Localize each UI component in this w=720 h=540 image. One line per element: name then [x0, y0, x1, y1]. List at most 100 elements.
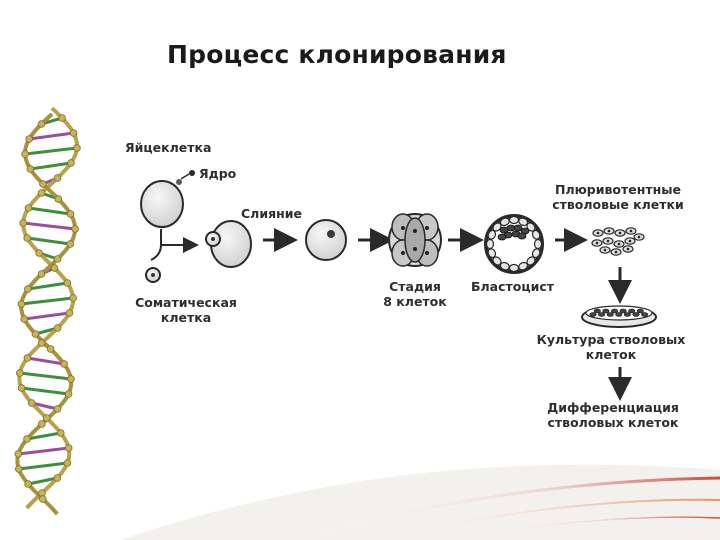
eight-cell-embryo — [388, 213, 442, 267]
blastocyst — [484, 214, 544, 274]
helix-bead — [37, 120, 46, 128]
dish-cell — [636, 308, 644, 314]
fused-nucleus — [327, 230, 335, 238]
helix-bead — [19, 219, 27, 227]
helix-bead — [73, 144, 81, 152]
stem-cell-nucleus — [628, 239, 632, 243]
helix-bead — [39, 180, 47, 188]
helix-bead — [38, 495, 47, 503]
dish-cell — [602, 308, 610, 314]
helix-bead — [56, 429, 65, 437]
helix-bead — [26, 165, 35, 173]
helix-bead — [37, 339, 46, 347]
helix-beads — [14, 114, 81, 503]
dish-cell — [619, 308, 627, 314]
somatic-cell-label-line2: клетка — [160, 310, 212, 325]
pluripotent-label-line1: Плюривотентные — [555, 182, 681, 197]
helix-rung — [31, 401, 58, 411]
helix-bead — [46, 345, 55, 353]
dish-cell — [606, 312, 614, 317]
helix-bead — [20, 315, 29, 323]
nucleus-dot — [189, 170, 195, 176]
helix-bead — [67, 375, 75, 383]
helix-rung — [27, 476, 58, 486]
swoosh-band — [120, 464, 720, 540]
stage-label-line1: Стадия — [389, 279, 441, 294]
blastocyst-label: Бластоцист — [471, 279, 555, 294]
dish-cell — [632, 312, 640, 317]
stem-cell-nucleus — [595, 241, 599, 245]
stem-cell-nucleus — [629, 229, 633, 233]
stem-cells-cluster — [591, 227, 645, 256]
helix-bead — [60, 360, 68, 368]
helix-rung — [26, 431, 62, 441]
stem-cell-nucleus — [614, 250, 618, 254]
helix-bead — [66, 210, 75, 218]
helix-bead — [58, 114, 66, 122]
helix-bead — [37, 189, 46, 197]
nucleus-label: Ядро — [199, 166, 237, 181]
dish-cell — [593, 308, 601, 314]
helix-rung — [27, 356, 65, 366]
somatic-cell-label: Соматическая клетка — [123, 295, 249, 325]
helix-bead — [66, 240, 75, 248]
helix-strand-a — [17, 106, 79, 510]
swoosh-line-2 — [379, 498, 720, 540]
helix-bead — [65, 309, 74, 317]
helix-rung — [21, 386, 69, 396]
helix-rung — [24, 146, 78, 156]
helix-bead — [53, 474, 62, 482]
helix-bead — [17, 384, 26, 392]
dish-cell — [615, 312, 623, 317]
blastocyst-cell — [531, 229, 541, 240]
helix-bead — [23, 435, 31, 443]
helix-strand-b — [15, 112, 78, 516]
helix-rung — [27, 281, 68, 291]
helix-bead — [69, 294, 77, 302]
nucleus-pointer — [180, 173, 190, 180]
stem-cell-nucleus — [637, 235, 641, 239]
helix-bead — [17, 300, 26, 308]
helix-bead — [63, 279, 72, 287]
helix-bead — [25, 135, 34, 143]
stem-cell-nucleus — [618, 231, 622, 235]
helix-bead — [24, 480, 32, 488]
pluripotent-label: Плюривотентные стволовые клетки — [538, 182, 698, 212]
helix-rung — [18, 461, 68, 471]
fusion-somatic-nucleus — [211, 237, 215, 241]
page-title: Процесс клонирования — [167, 40, 507, 69]
dish-cell — [589, 312, 597, 317]
helix-bead — [14, 450, 23, 458]
differentiation-label-line1: Дифференциация — [547, 400, 679, 415]
helix-rung — [21, 296, 74, 306]
dish-cell — [641, 312, 649, 317]
helix-bead — [37, 270, 46, 278]
merge-connector — [150, 229, 193, 261]
helix-bead — [71, 225, 79, 233]
helix-rung — [19, 371, 72, 381]
helix-bead — [53, 255, 62, 263]
helix-bead — [67, 159, 75, 167]
helix-bead — [64, 390, 73, 398]
helix-rung — [28, 206, 71, 216]
egg-cell-label: Яйцеклетка — [125, 140, 212, 155]
helix-bead — [64, 444, 73, 452]
blastocyst-cell — [508, 263, 520, 273]
helix-bead — [15, 369, 24, 377]
helix-bead — [53, 174, 62, 182]
helix-rung — [18, 446, 69, 456]
culture-label-line2: клеток — [585, 347, 637, 362]
helix-bead — [31, 330, 40, 338]
fusion-label: Слияние — [241, 206, 302, 221]
inner-cell-mass — [517, 232, 527, 240]
dish-cell — [628, 308, 636, 314]
culture-dish — [581, 305, 657, 328]
helix-bead — [63, 459, 72, 467]
helix-rung — [22, 221, 76, 231]
helix-bead — [24, 285, 32, 293]
egg-nucleus — [176, 179, 182, 185]
helix-bead — [42, 414, 51, 422]
diagram-graphics — [140, 170, 657, 401]
culture-label: Культура стволовых клеток — [523, 332, 699, 362]
